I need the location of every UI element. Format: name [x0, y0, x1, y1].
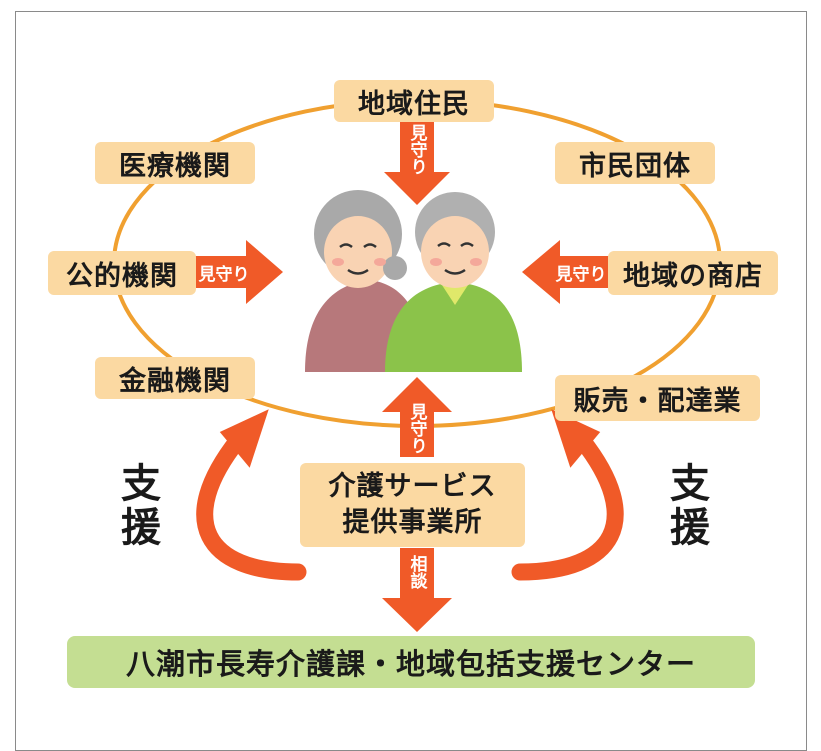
node-sales-delivery: 販売・配達業: [555, 375, 760, 421]
elderly-couple-illustration: [305, 190, 522, 372]
support-arrowhead-right: [551, 409, 601, 468]
watch-label-top: 見守り: [406, 123, 427, 175]
watch-arrow-left: [194, 240, 283, 304]
consult-label: 相談: [406, 555, 427, 589]
watch-label-bottom: 見守り: [406, 402, 427, 454]
node-financial-institutions: 金融機関: [95, 357, 255, 399]
man-body: [385, 282, 522, 372]
watch-label-right: 見守り: [555, 264, 607, 285]
support-arrow-right: [511, 431, 624, 581]
node-care-service-provider: 介護サービス 提供事業所: [300, 463, 525, 547]
node-local-shops: 地域の商店: [608, 251, 778, 295]
man-face: [421, 216, 489, 288]
care-provider-line1: 介護サービス: [328, 471, 497, 502]
woman-face: [324, 216, 392, 288]
support-label-left: 支援: [114, 462, 160, 550]
node-local-residents: 地域住民: [334, 80, 494, 122]
node-citizen-groups: 市民団体: [555, 142, 715, 184]
node-public-institutions: 公的機関: [48, 251, 196, 295]
watch-label-left: 見守り: [198, 264, 250, 285]
node-longevity-care-center: 八潮市長寿介護課・地域包括支援センター: [67, 636, 755, 688]
watch-arrow-bottom: [382, 377, 452, 457]
watch-arrow-right: [522, 240, 610, 304]
support-arrowhead-left: [219, 409, 269, 468]
woman-bun: [383, 256, 407, 280]
care-provider-line2: 提供事業所: [342, 507, 483, 538]
watch-arrow-top: [384, 122, 450, 205]
support-label-right: 支援: [663, 462, 709, 550]
support-arrow-left: [196, 431, 307, 581]
consult-arrow: [382, 548, 452, 632]
node-medical-institutions: 医療機関: [95, 142, 255, 184]
